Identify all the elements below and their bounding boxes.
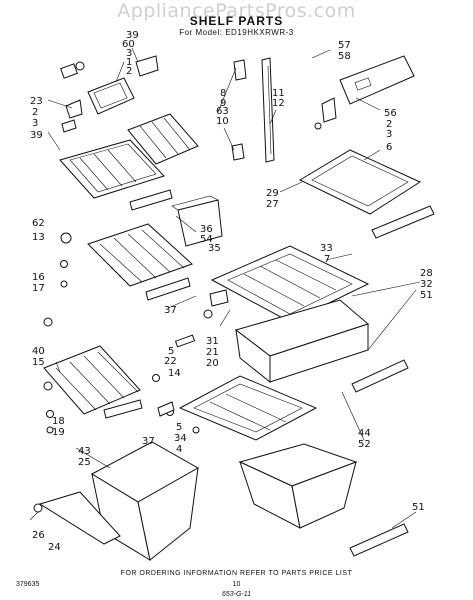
label-2b: 2 [32, 107, 38, 118]
label-31: 31 [206, 336, 219, 347]
label-4: 4 [176, 444, 182, 455]
page-number: 10 [232, 581, 241, 588]
label-43: 43 [78, 446, 91, 457]
label-51b: 51 [412, 502, 425, 513]
label-37b: 37 [142, 436, 155, 447]
shelf-trim-mid [145, 277, 191, 301]
label-14: 14 [168, 368, 181, 379]
page-title: SHELF PARTS [189, 14, 284, 28]
switch-bracket-part [135, 55, 159, 77]
label-10: 10 [216, 116, 229, 127]
order-info-text: FOR ORDERING INFORMATION REFER TO PARTS … [120, 570, 353, 577]
light-housing-part [87, 77, 135, 115]
shelf-trim-right [371, 205, 435, 239]
label-56: 56 [384, 108, 397, 119]
watermark-text: AppliancePartsPros.com [117, 0, 356, 22]
label-18: 18 [52, 416, 65, 427]
light-socket-part [60, 61, 85, 79]
label-23: 23 [30, 96, 43, 107]
drawer-slide-parts [174, 289, 229, 348]
shelf-trim-bottom-right [349, 523, 409, 557]
handwritten-note: 653-G-11 [221, 591, 252, 598]
part-labels: 39 60 3 1 2 23 2 3 39 57 58 8 9 63 10 11… [30, 30, 433, 553]
label-34: 34 [174, 433, 187, 444]
crisper-cover-small [59, 139, 165, 199]
label-12: 12 [272, 98, 285, 109]
label-6: 6 [386, 142, 392, 153]
label-20: 20 [206, 358, 219, 369]
shelf-rail-part [261, 57, 275, 163]
label-5b: 5 [176, 422, 182, 433]
label-44: 44 [358, 428, 371, 439]
shelf-trim-small [129, 189, 173, 211]
label-7: 7 [324, 254, 330, 265]
housing-brackets-part [314, 97, 337, 130]
freezer-bin-small [171, 195, 223, 247]
label-36: 36 [200, 224, 213, 235]
label-24: 24 [48, 542, 61, 553]
label-9: 9 [220, 98, 226, 109]
bottom-bin-right [238, 443, 358, 529]
label-63: 63 [216, 106, 229, 117]
label-3b: 3 [32, 118, 38, 129]
doc-code: 379635 [16, 581, 40, 588]
label-54: 54 [200, 234, 213, 245]
crisper-drawer-large [234, 299, 370, 384]
label-2c: 2 [386, 119, 392, 130]
label-2a: 2 [126, 66, 132, 77]
label-57: 57 [338, 40, 351, 51]
label-13: 13 [32, 232, 45, 243]
label-17: 17 [32, 283, 45, 294]
label-5a: 5 [168, 346, 174, 357]
small-bracket-parts [61, 99, 83, 133]
label-25: 25 [78, 457, 91, 468]
crisper-cover-bottom [178, 375, 318, 441]
model-subtitle: For Model: ED19HKXRWR-3 [179, 28, 294, 37]
label-29: 29 [266, 188, 279, 199]
label-62: 62 [32, 218, 45, 229]
label-3a: 3 [126, 48, 132, 59]
label-32: 32 [420, 279, 433, 290]
leader-lines [29, 47, 421, 529]
bottom-support-parts [157, 401, 200, 434]
label-28: 28 [420, 268, 433, 279]
shelf-trim-left [103, 399, 143, 419]
wire-shelf-small [87, 223, 193, 287]
label-15: 15 [32, 357, 45, 368]
bottom-bin-left [90, 441, 200, 562]
label-21: 21 [206, 347, 219, 358]
label-1: 1 [126, 57, 132, 68]
wire-shelf-left [43, 345, 141, 415]
ice-tray-part [127, 113, 199, 165]
label-40: 40 [32, 346, 45, 357]
label-52: 52 [358, 439, 371, 450]
door-bracket-part [231, 59, 247, 161]
label-33: 33 [320, 243, 333, 254]
shelf-support-parts [43, 232, 160, 434]
shelf-trim-right-2 [351, 359, 409, 393]
label-58: 58 [338, 51, 351, 62]
label-37a: 37 [164, 305, 177, 316]
glass-shelf-part [298, 149, 422, 215]
label-19: 19 [52, 427, 65, 438]
label-35: 35 [208, 243, 221, 254]
label-11: 11 [272, 88, 285, 99]
label-39b: 39 [30, 130, 43, 141]
label-39a: 39 [126, 30, 139, 41]
label-8: 8 [220, 88, 226, 99]
label-16: 16 [32, 272, 45, 283]
label-51a: 51 [420, 290, 433, 301]
label-26: 26 [32, 530, 45, 541]
label-3c: 3 [386, 129, 392, 140]
label-22: 22 [164, 356, 177, 367]
label-27: 27 [266, 199, 279, 210]
label-60: 60 [122, 39, 135, 50]
bin-slide-left [33, 491, 121, 545]
control-housing-part [339, 55, 415, 105]
